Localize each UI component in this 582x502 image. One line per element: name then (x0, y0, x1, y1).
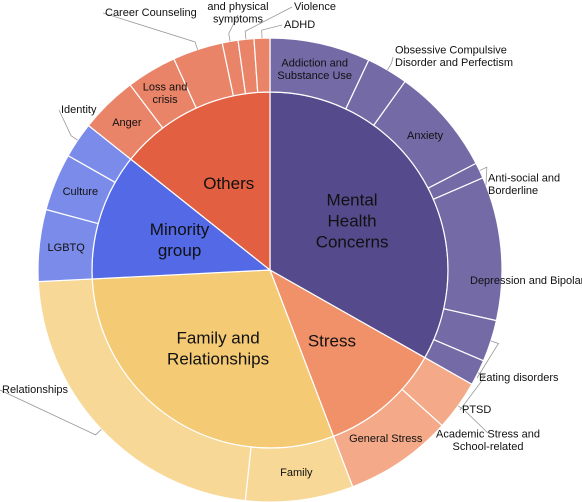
inner-label-others-line: Others (203, 174, 254, 193)
outer-label-violence-line: Violence (294, 1, 336, 13)
inner-label-minority-group-line: group (158, 241, 201, 260)
outer-label-adhd: ADHD (284, 19, 315, 31)
leader-relationships (0, 389, 102, 436)
outer-label-family: Family (280, 467, 313, 479)
outer-label-anxiety: Anxiety (407, 130, 444, 142)
outer-label-general-stress: General Stress (349, 433, 423, 445)
outer-label-depression-and-bipolar: Depression and Bipolar (470, 275, 582, 287)
outer-label-career-counseling-line: Career Counseling (105, 7, 197, 19)
inner-label-family-and-relationships-line: Family and (177, 329, 260, 348)
outer-label-family-line: Family (280, 467, 313, 479)
outer-slice-adhd (253, 37, 271, 94)
leader-adhd (261, 24, 283, 39)
leader-chronic-illness-and-physical-symptoms (228, 14, 239, 42)
outer-label-loss-and-crisis-line: Loss and (143, 82, 188, 94)
inner-ring (91, 91, 449, 449)
outer-label-relationships: Relationships (2, 384, 69, 396)
inner-label-mental-health-concerns-line: Concerns (316, 233, 389, 252)
inner-label-mental-health-concerns-line: Health (328, 212, 377, 231)
outer-label-general-stress-line: General Stress (349, 433, 423, 445)
leader-academic-stress-and-school-related (457, 405, 489, 434)
leader-lines (0, 6, 500, 436)
outer-label-eating-disorders: Eating disorders (479, 372, 559, 384)
outer-label-anxiety-line: Anxiety (407, 130, 444, 142)
leader-ptsd (459, 372, 486, 411)
outer-label-anger-line: Anger (112, 117, 142, 129)
outer-label-academic-stress-and-school-related-line: School-related (453, 441, 524, 453)
outer-label-violence: Violence (294, 1, 336, 13)
outer-label-career-counseling: Career Counseling (105, 7, 197, 19)
outer-label-chronic-illness-and-physical-symptoms-line: and physical (207, 1, 268, 13)
inner-label-minority-group-line: Minority (150, 220, 210, 239)
outer-label-depression-and-bipolar-line: Depression and Bipolar (470, 275, 582, 287)
outer-label-identity: Identity (61, 104, 97, 116)
inner-label-stress: Stress (308, 332, 356, 351)
outer-label-addiction-and-substance-use-line: Substance Use (277, 70, 352, 82)
outer-label-obsessive-compulsive-disorder-and-perfectism-line: Disorder and Perfectism (395, 57, 513, 69)
outer-label-loss-and-crisis-line: crisis (153, 94, 179, 106)
outer-label-obsessive-compulsive-disorder-and-perfectism-line: Obsessive Compulsive (395, 45, 507, 57)
leader-violence (244, 6, 293, 40)
inner-label-family-and-relationships-line: Relationships (167, 350, 269, 369)
outer-label-ptsd-line: PTSD (462, 404, 491, 416)
outer-label-chronic-illness-and-physical-symptoms-line: symptoms (213, 13, 264, 25)
leader-obsessive-compulsive-disorder-and-perfectism (387, 56, 394, 71)
inner-label-stress-line: Stress (308, 332, 356, 351)
outer-label-academic-stress-and-school-related-line: Academic Stress and (436, 429, 540, 441)
outer-label-anti-social-and-borderline-line: Borderline (488, 185, 538, 197)
outer-ring (37, 37, 503, 502)
inner-label-minority-group: Minority group (150, 220, 210, 260)
outer-label-culture: Culture (63, 186, 98, 198)
outer-label-adhd-line: ADHD (284, 19, 315, 31)
leader-eating-disorders (476, 340, 500, 379)
leader-career-counseling (102, 12, 198, 50)
outer-label-relationships-line: Relationships (2, 384, 69, 396)
inner-label-others: Others (203, 174, 254, 193)
leader-anti-social-and-borderline (479, 166, 488, 186)
outer-label-lgbtq-line: LGBTQ (48, 242, 86, 254)
outer-label-identity-line: Identity (61, 104, 97, 116)
inner-label-mental-health-concerns-line: Mental (327, 191, 378, 210)
outer-label-addiction-and-substance-use-line: Addiction and (281, 58, 348, 70)
outer-label-lgbtq: LGBTQ (48, 242, 86, 254)
outer-label-ptsd: PTSD (462, 404, 491, 416)
outer-label-culture-line: Culture (63, 186, 98, 198)
outer-label-eating-disorders-line: Eating disorders (479, 372, 559, 384)
outer-label-anti-social-and-borderline-line: Anti-social and (488, 173, 560, 185)
leader-identity (58, 109, 78, 141)
outer-label-anger: Anger (112, 117, 142, 129)
